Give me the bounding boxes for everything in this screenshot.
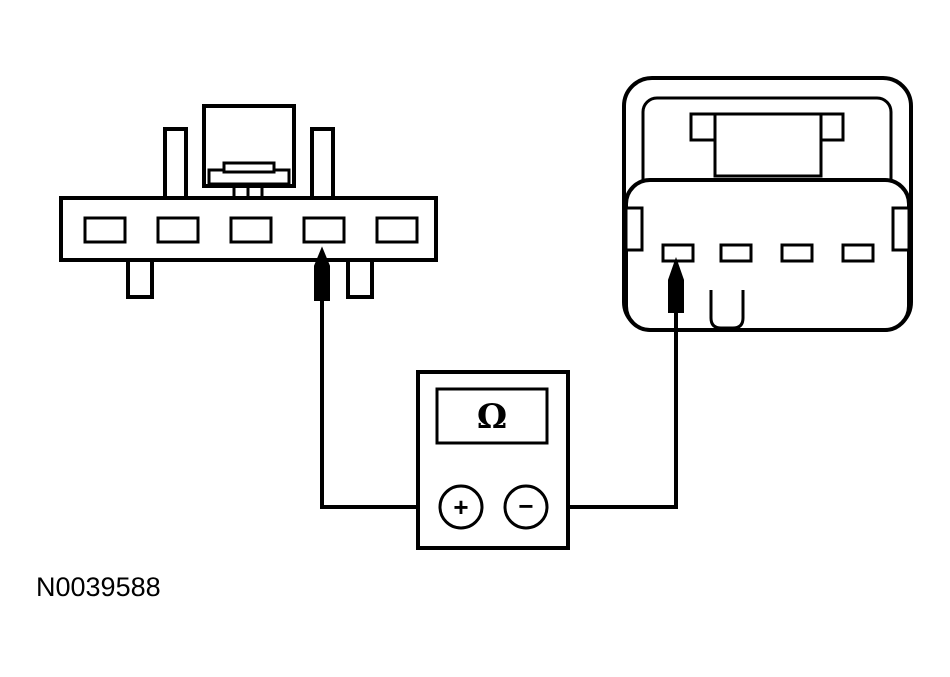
right-connector-cavity-4 [841,243,875,263]
left-connector-cavity-2 [156,216,200,244]
left-connector-cavity-3 [229,216,273,244]
negative-terminal-label: − [518,491,533,521]
right-connector-key [709,290,745,330]
right-connector-latch-center [713,112,823,178]
left-connector-leg-right [346,256,374,299]
right-connector-body [624,178,911,332]
right-connector-cavity-3 [780,243,814,263]
right-connector-side-tab-left [624,206,644,252]
left-connector-cavity-4 [302,216,346,244]
positive-probe-tip [314,246,330,301]
positive-terminal [438,484,484,530]
left-connector-post-left [163,127,188,201]
ohmmeter-display [435,387,549,445]
negative-test-lead [548,295,678,509]
right-connector-side-tab-right [891,206,911,252]
left-connector-latch-tab [222,161,276,174]
ohmmeter: Ω + − [416,370,570,550]
positive-terminal-label: + [453,492,468,522]
left-connector-post-right [310,127,335,201]
right-connector [622,76,913,332]
negative-probe-tip [668,256,684,313]
left-connector-leg-left [126,256,154,299]
right-connector-cavity-2 [719,243,753,263]
positive-test-lead [320,270,440,509]
figure-id-label: N0039588 [36,572,161,602]
left-connector [59,104,438,299]
right-connector-cavity-1 [661,243,695,263]
left-connector-cavity-1 [83,216,127,244]
negative-terminal [503,484,549,530]
left-connector-cavity-5 [375,216,419,244]
ohm-symbol: Ω [477,397,507,437]
